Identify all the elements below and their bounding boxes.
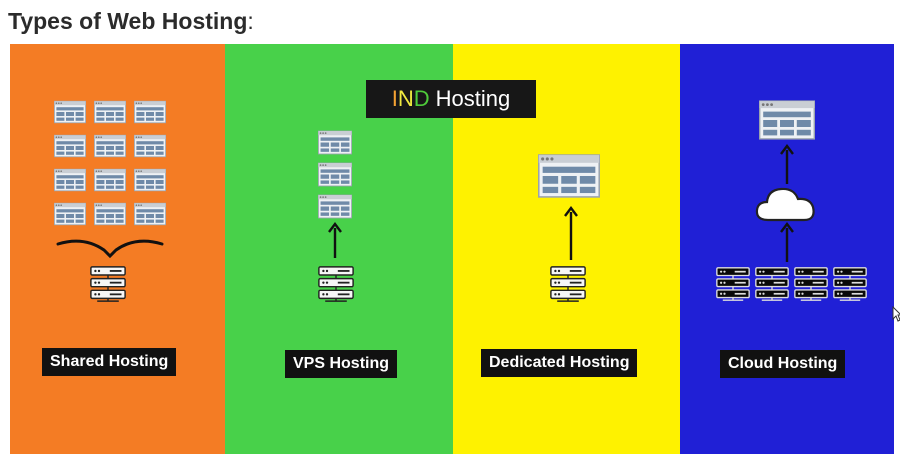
server-rack-icon xyxy=(716,267,867,301)
dedicated-hosting-label: Dedicated Hosting xyxy=(481,349,638,377)
website-window-icon xyxy=(759,100,815,140)
server-rack-icon xyxy=(318,266,354,302)
server-rack-icon xyxy=(90,266,126,302)
vps-hosting-label: VPS Hosting xyxy=(285,350,398,378)
page-heading: Types of Web Hosting: xyxy=(8,8,254,35)
logo-letter-n: N xyxy=(397,86,414,111)
merge-brace-icon xyxy=(56,239,164,259)
cloud-icon xyxy=(755,187,815,222)
mouse-cursor-icon xyxy=(892,306,900,322)
arrow-up-icon xyxy=(780,222,794,262)
arrow-up-icon xyxy=(328,222,342,258)
website-window-icon xyxy=(54,100,166,226)
cloud-hosting-label: Cloud Hosting xyxy=(720,350,846,378)
website-window-icon xyxy=(538,154,600,198)
logo-letter-i: I xyxy=(391,86,398,111)
shared-hosting-label: Shared Hosting xyxy=(42,348,177,376)
arrow-up-icon xyxy=(564,206,578,260)
arrow-up-icon xyxy=(780,144,794,184)
heading-colon: : xyxy=(247,8,254,34)
hosting-diagram: Shared Hosting VPS Hosting Dedicated Hos… xyxy=(10,44,894,454)
server-rack-icon xyxy=(550,266,586,302)
logo-word: Hosting xyxy=(435,86,511,111)
logo-letter-d: D xyxy=(413,86,430,111)
website-window-icon xyxy=(318,130,352,219)
heading-title: Types of Web Hosting xyxy=(8,8,248,34)
